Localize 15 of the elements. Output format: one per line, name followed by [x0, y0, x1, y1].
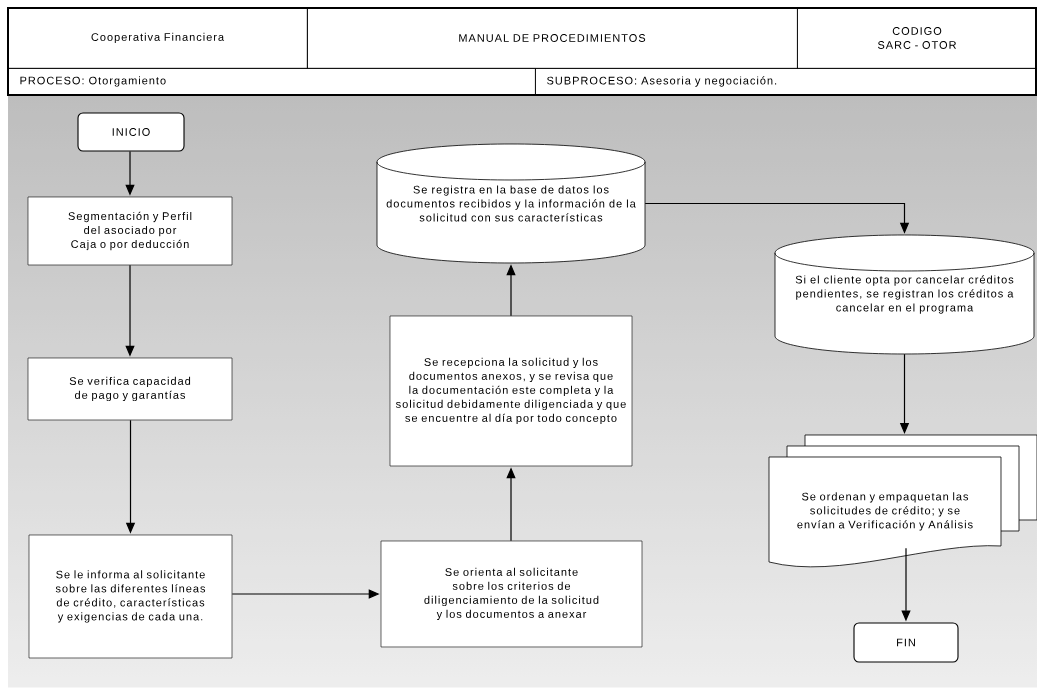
terminal-box: INICIO: [77, 112, 185, 152]
process-box: Segmentación y Perfil del asociado por Caja o por deducción: [27, 196, 233, 266]
header-cell: PROCESO: Otorgamiento: [8, 68, 536, 96]
process-box: Se verifica capacidad de pago y garantías: [27, 357, 233, 421]
header-cell: CODIGO SARC - OTOR: [797, 8, 1037, 69]
database-cylinder: Si el cliente opta por cancelar créditos pendientes, se registran los créditos a cancelar en el programa: [774, 234, 1035, 355]
predefined-process-box: Se orienta al solicitante sobre los criterios de diligenciamiento de la solicitud y los documentos a anexar: [380, 540, 643, 648]
database-cylinder: Se registra en la base de datos los documentos recibidos y la información de la solicitud con sus características: [376, 143, 646, 264]
document-stack: Se ordenan y empaquetan las solicitudes de crédito; y se envían a Verificación y Análisis: [768, 434, 1037, 568]
header-cell: SUBPROCESO: Asesoria y negociación.: [535, 68, 1037, 96]
terminal-box: FIN: [853, 622, 959, 663]
header-cell: MANUAL DE PROCEDIMIENTOS: [307, 8, 798, 69]
label: Cooperativa Financiera: [91, 32, 225, 44]
process-box: Se recepciona la solicitud y los documentos anexos, y se revisa que la documentación este completa y la solicitud debidamente diligenciada y que se encuentre al día por todo concepto: [389, 315, 633, 467]
process-box: Se le informa al solicitante sobre las diferentes líneas de crédito, características y exigencias de cada una.: [28, 534, 233, 659]
